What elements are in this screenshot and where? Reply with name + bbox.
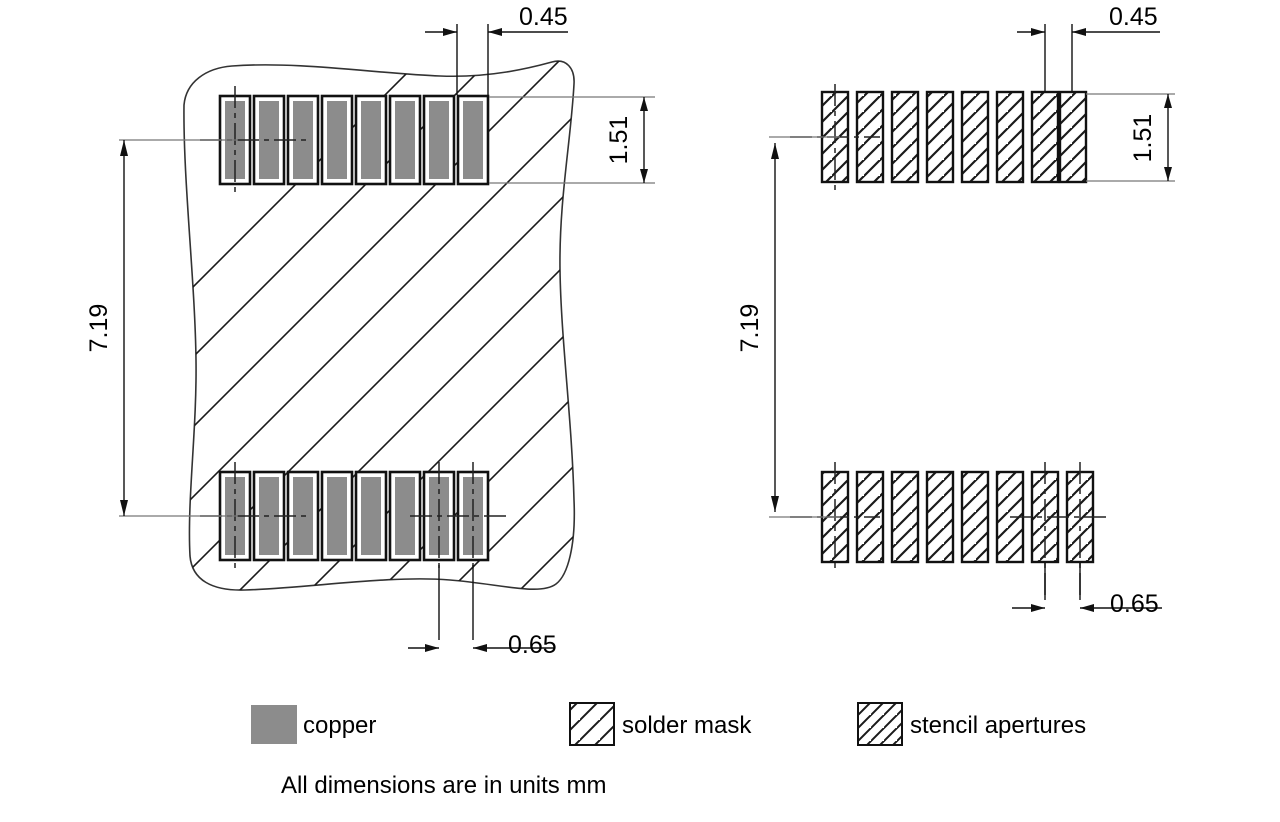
legend-label-solder-mask: solder mask [622,712,752,739]
units-note: All dimensions are in units mm [281,772,606,799]
dimension-label-1-51-left: 1.51 [605,116,633,165]
right-view-stencil-apertures: 0.45 1.51 7.19 [736,3,1175,618]
dimension-label-0-45-top-right: 0.45 [1109,3,1158,31]
dimension-aperture-height-right: 1.51 [1086,93,1175,182]
legend: copper solder mask stencil apertures [251,702,1086,746]
left-view-copper-solder-mask: 0.45 1.51 7.19 [85,3,655,659]
pad-8 [456,94,490,186]
legend-item-solder-mask: solder mask [569,702,752,746]
legend-label-copper: copper [303,712,376,739]
legend-swatch-solder-mask [569,702,615,746]
dimension-pitch-left: 0.65 [408,565,557,659]
legend-label-stencil-apertures: stencil apertures [910,712,1086,739]
pad-4 [320,94,354,186]
aperture-5 [960,90,990,184]
dimension-label-0-65-left: 0.65 [508,631,557,659]
dimension-pad-height-left: 1.51 [489,96,655,184]
pad-7 [422,94,456,186]
dimension-pad-width-left: 0.45 [425,3,568,95]
aperture-3 [890,90,920,184]
dimension-label-7-19-left: 7.19 [85,304,113,353]
dimension-row-spacing-left: 7.19 [85,139,238,517]
aperture-8 [1058,90,1088,184]
aperture-14 [890,470,920,564]
bottom-aperture-row [820,470,1095,564]
legend-item-stencil-apertures: stencil apertures [857,702,1086,746]
aperture-4 [925,90,955,184]
aperture-7 [1030,90,1060,184]
top-aperture-row [820,90,1088,184]
solder-mask-outline [183,60,576,591]
dimension-label-0-65-right: 0.65 [1110,590,1159,618]
legend-swatch-stencil-apertures [857,702,903,746]
pad-6 [388,94,422,186]
dimension-label-7-19-right: 7.19 [736,304,764,353]
dimension-row-spacing-right: 7.19 [736,136,840,518]
dimension-label-0-45-top-left: 0.45 [519,3,568,31]
legend-item-copper: copper [251,705,376,744]
pad-12 [354,470,388,562]
pad-5 [354,94,388,186]
aperture-6 [995,90,1025,184]
pad-13 [320,470,354,562]
dimension-label-1-51-right: 1.51 [1129,114,1157,163]
dimension-pitch-right: 0.65 [1012,563,1162,618]
dimension-aperture-width-right: 0.45 [1017,3,1160,92]
legend-swatch-copper [251,705,297,744]
aperture-13 [925,470,955,564]
aperture-12 [960,470,990,564]
